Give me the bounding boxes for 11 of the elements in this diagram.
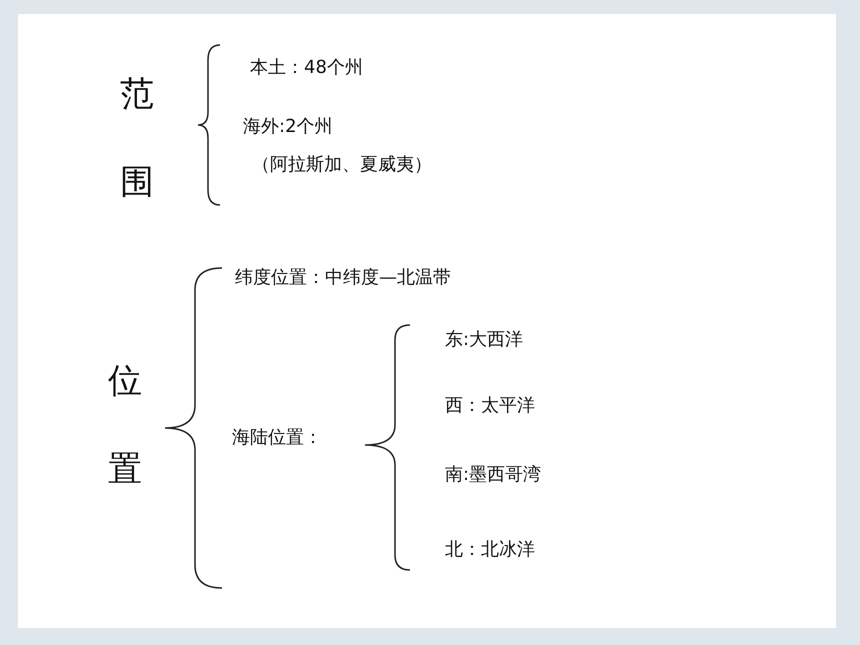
list-item: 西：太平洋 — [445, 394, 535, 417]
list-item: 东:大西洋 — [445, 328, 524, 351]
list-item: 南:墨西哥湾 — [445, 463, 542, 486]
list-item: 本土：48个州 — [250, 56, 363, 79]
list-item: （阿拉斯加、夏威夷） — [252, 153, 432, 176]
list-item: 北：北冰洋 — [445, 538, 535, 561]
list-item: 纬度位置：中纬度—北温带 — [235, 266, 451, 289]
heading: 位置 — [108, 360, 143, 491]
heading: 范围 — [120, 73, 155, 204]
list-item: 海陆位置： — [232, 426, 322, 449]
list-item: 海外:2个州 — [243, 115, 333, 138]
